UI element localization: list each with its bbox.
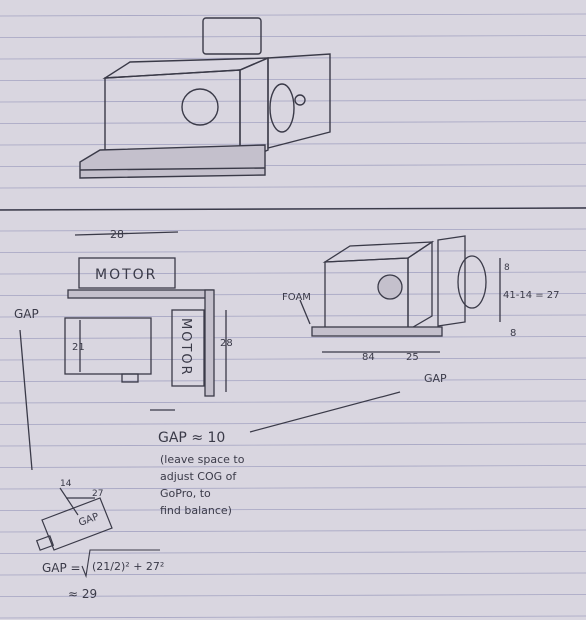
ruled-line xyxy=(0,56,586,60)
top-bracket xyxy=(202,17,262,55)
formula-result: ≈ 29 xyxy=(68,587,97,601)
ruled-line xyxy=(0,443,586,447)
motor-side-label: MOTOR xyxy=(178,318,193,377)
ruled-line xyxy=(0,572,586,576)
dim-8-text: 8 xyxy=(510,328,516,339)
ruled-line xyxy=(0,508,586,511)
motor-side-box xyxy=(171,309,205,387)
bracket-vertical xyxy=(204,289,215,397)
motor-shaft-circle xyxy=(181,88,219,126)
width-dimension-line xyxy=(74,231,179,236)
base-plate-edge xyxy=(79,167,266,171)
height-dim-right-text: 28 xyxy=(220,338,233,349)
ruled-line xyxy=(0,314,586,318)
rotated-sketch xyxy=(35,487,113,551)
section-divider xyxy=(0,207,586,211)
gap-note-line-4: find balance) xyxy=(160,504,232,517)
rotated-dim-27: 27 xyxy=(92,489,103,499)
ruled-line xyxy=(0,486,586,490)
gap-arrow-down xyxy=(19,329,33,471)
camera-body-side xyxy=(407,240,433,332)
camera-base-plate xyxy=(311,326,443,337)
motor-block-side xyxy=(239,56,269,164)
rotated-dim-14: 14 xyxy=(60,479,72,489)
camera-view-sketch xyxy=(299,235,501,353)
ruled-line xyxy=(0,142,586,146)
camera-front-plate xyxy=(437,235,466,327)
ruled-line xyxy=(0,465,586,468)
ruled-lines xyxy=(0,13,586,619)
foam-arrow xyxy=(299,299,311,325)
ruled-line xyxy=(0,529,586,533)
camera-lens-ring xyxy=(457,255,487,309)
ruled-line xyxy=(0,121,586,124)
bracket-horizontal xyxy=(67,289,214,299)
ruled-line xyxy=(0,357,586,361)
dim-84-text: 84 xyxy=(362,352,375,363)
formula-sqrt-sign xyxy=(81,549,160,579)
formula-prefix: GAP = xyxy=(42,561,81,575)
camera-housing xyxy=(267,53,331,149)
ruled-line xyxy=(0,13,586,17)
ruled-line xyxy=(0,336,586,339)
motor-top-box xyxy=(78,257,176,289)
ruled-line xyxy=(0,185,586,189)
ruled-line xyxy=(0,228,586,232)
rotated-mount xyxy=(35,535,55,551)
camera-button xyxy=(294,94,306,106)
ruled-line xyxy=(0,271,586,275)
gopro-body-left xyxy=(64,317,152,375)
ruled-line xyxy=(0,78,586,81)
gap-note-title: GAP ≈ 10 xyxy=(158,430,225,446)
note-pointer-line xyxy=(249,391,401,433)
base-plate xyxy=(79,144,266,179)
motor-view-sketch xyxy=(19,231,227,471)
width-dim-text: 28 xyxy=(110,228,124,241)
dim-equation-text: 41-14 = 27 xyxy=(503,290,560,301)
ruled-line xyxy=(0,551,586,554)
gap-note-line-2: adjust COG of xyxy=(160,470,237,483)
formula-body: (21/2)² + 27² xyxy=(92,560,164,573)
assembly-sketch xyxy=(79,17,331,179)
gap-note-line-1: (leave space to xyxy=(160,453,245,466)
camera-lens xyxy=(269,83,295,133)
camera-circle xyxy=(377,274,403,300)
gap-note-line-3: GoPro, to xyxy=(160,487,211,500)
height-dim-left-text: 21 xyxy=(72,342,85,353)
ruled-line xyxy=(0,379,586,382)
gap-label-left: GAP xyxy=(14,307,39,321)
rotated-diagonal xyxy=(59,487,79,516)
gap-label-right: GAP xyxy=(424,372,447,385)
ruled-line xyxy=(0,615,586,619)
dim-small-text: 8 xyxy=(504,263,510,273)
ruled-line xyxy=(0,422,586,425)
ruled-line xyxy=(0,35,586,38)
ruled-line xyxy=(0,250,586,253)
gopro-mount-stub xyxy=(121,373,139,383)
motor-top-label: MOTOR xyxy=(95,267,157,283)
dim-25-text: 25 xyxy=(406,352,419,363)
rotated-gopro-box xyxy=(41,497,113,551)
ruled-line xyxy=(0,594,586,597)
ruled-line xyxy=(0,400,586,404)
foam-label: FOAM xyxy=(282,292,311,303)
